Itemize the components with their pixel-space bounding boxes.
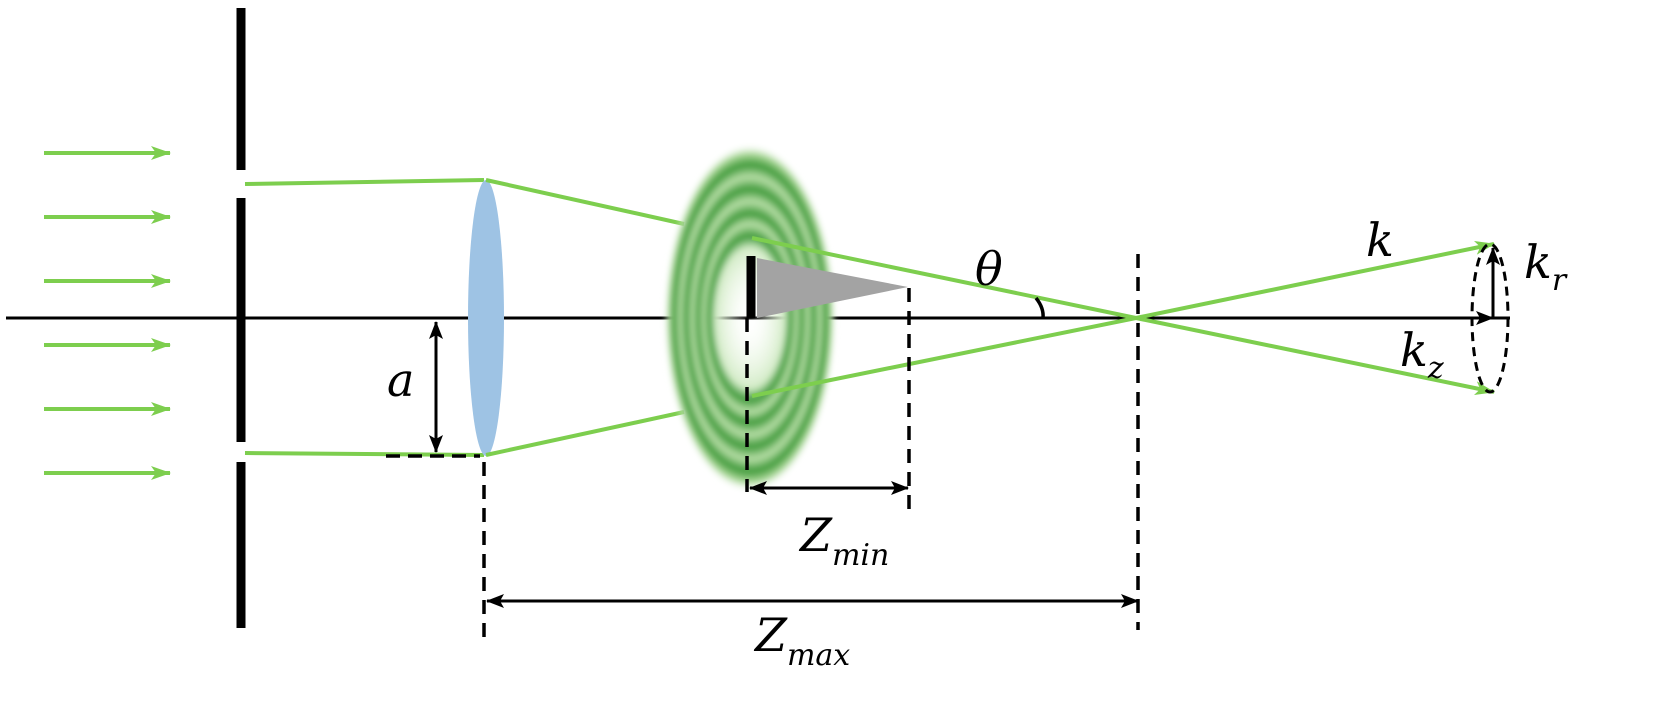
incident-light-arrows xyxy=(44,146,171,480)
label-k: k xyxy=(1366,213,1394,267)
converging-ray-lower xyxy=(485,410,685,457)
wave-vector-lower xyxy=(1135,316,1495,396)
ray-to-focus-lower xyxy=(751,316,1137,398)
angle-arc xyxy=(1034,296,1045,319)
beam-ray-upper xyxy=(244,178,485,186)
beam-ray-lower xyxy=(244,451,485,457)
label-z-max: Zmax xyxy=(753,608,850,673)
ray-to-focus-upper xyxy=(751,236,1137,320)
label-z-min: Zmin xyxy=(798,508,889,573)
obstacle-cone xyxy=(757,258,908,318)
wave-vector-k xyxy=(1135,240,1495,320)
label-theta: θ xyxy=(975,242,1003,296)
converging-ray-upper xyxy=(485,178,685,226)
label-k-r: kr xyxy=(1524,235,1568,298)
label-a: a xyxy=(387,353,414,407)
lens xyxy=(468,180,504,456)
label-k-z: kz xyxy=(1400,323,1444,386)
k-cone-ellipse xyxy=(1470,242,1510,394)
